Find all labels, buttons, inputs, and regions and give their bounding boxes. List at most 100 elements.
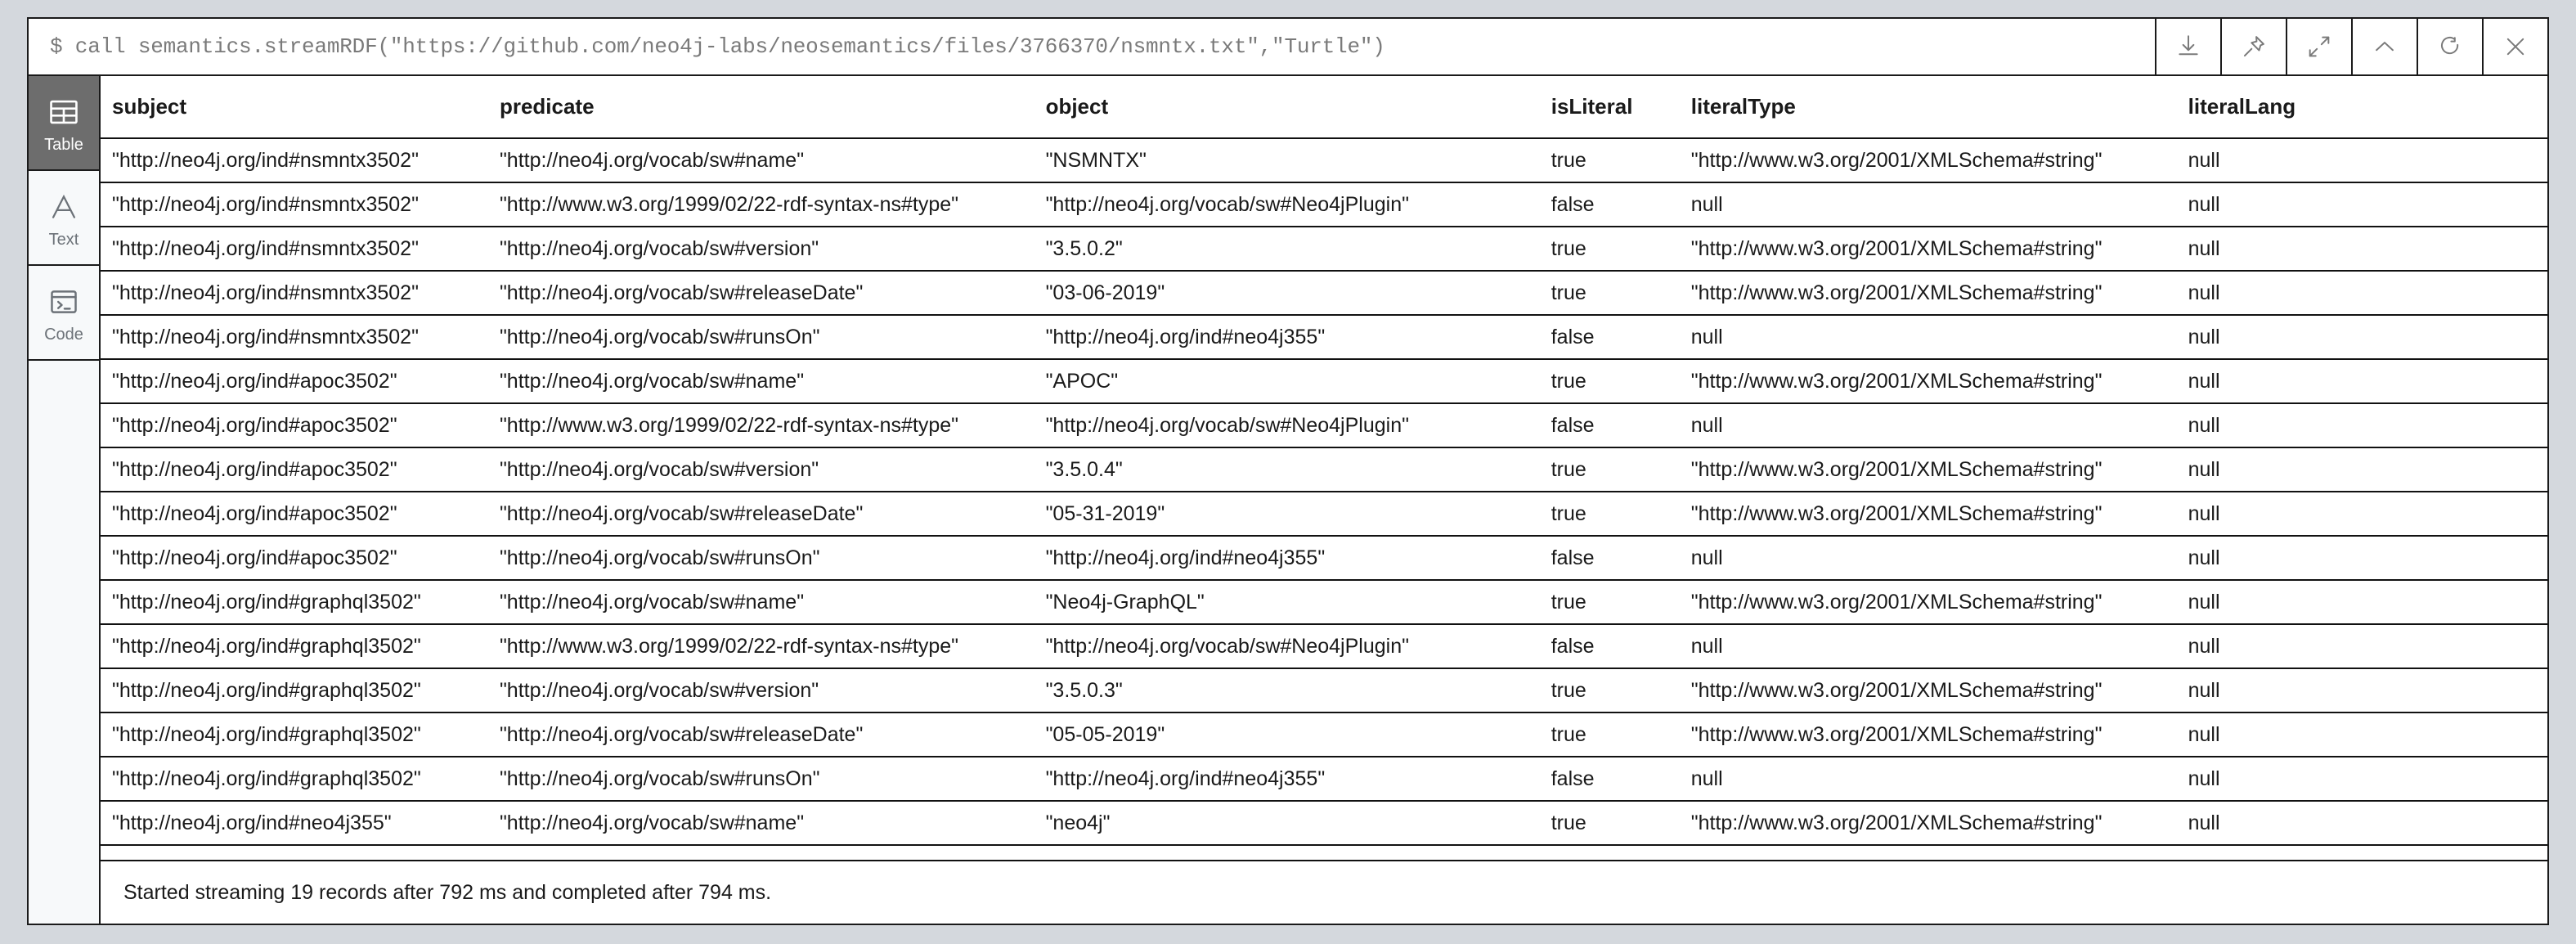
cell-literallang: null — [2176, 668, 2547, 712]
cell-literaltype: "http://www.w3.org/2001/XMLSchema#string… — [1679, 226, 2177, 271]
cell-subject: "http://neo4j.org/ind#graphql3502" — [101, 756, 488, 801]
column-header-literaltype[interactable]: literalType — [1679, 76, 2177, 138]
cell-literallang: null — [2176, 491, 2547, 536]
cell-literallang: null — [2176, 579, 2547, 624]
cell-isliteral: false — [1539, 402, 1680, 447]
cell-object: "NSMNTX" — [1034, 137, 1540, 182]
view-mode-sidebar: Table Text — [29, 76, 101, 924]
table-icon — [48, 93, 79, 131]
cell-isliteral: true — [1539, 226, 1680, 271]
cell-literaltype: "http://www.w3.org/2001/XMLSchema#string… — [1679, 668, 2177, 712]
table-row: "http://neo4j.org/ind#graphql3502""http:… — [101, 712, 2547, 757]
query-result-panel: $ call semantics.streamRDF("https://gith… — [27, 17, 2549, 925]
cell-subject: "http://neo4j.org/ind#apoc3502" — [101, 358, 488, 403]
cell-isliteral: false — [1539, 314, 1680, 359]
cell-literaltype: null — [1679, 314, 2177, 359]
cell-object: "http://neo4j.org/ind#neo4j355" — [1034, 535, 1540, 580]
table-row: "http://neo4j.org/ind#apoc3502""http://n… — [101, 358, 2547, 403]
cell-predicate: "http://neo4j.org/vocab/sw#name" — [487, 800, 1034, 846]
cell-predicate: "http://neo4j.org/vocab/sw#version" — [487, 226, 1034, 271]
cell-subject: "http://neo4j.org/ind#graphql3502" — [101, 623, 488, 668]
column-header-subject[interactable]: subject — [101, 76, 488, 138]
sidebar-item-table-label: Table — [44, 135, 83, 154]
cell-object: "3.5.0.4" — [1034, 447, 1540, 492]
cell-literaltype: "http://www.w3.org/2001/XMLSchema#string… — [1679, 137, 2177, 182]
column-header-object[interactable]: object — [1034, 76, 1540, 138]
chevron-up-icon[interactable] — [2351, 19, 2417, 74]
table-row: "http://neo4j.org/ind#apoc3502""http://n… — [101, 447, 2547, 492]
table-row: "http://neo4j.org/ind#nsmntx3502""http:/… — [101, 137, 2547, 182]
column-header-literallang[interactable]: literalLang — [2176, 76, 2547, 138]
cell-subject: "http://neo4j.org/ind#nsmntx3502" — [101, 314, 488, 359]
expand-icon[interactable] — [2286, 19, 2351, 74]
table-row: "http://neo4j.org/ind#graphql3502""http:… — [101, 756, 2547, 801]
command-bar: $ call semantics.streamRDF("https://gith… — [27, 17, 2549, 76]
column-header-isliteral[interactable]: isLiteral — [1539, 76, 1680, 138]
cell-literallang: null — [2176, 270, 2547, 315]
cell-subject: "http://neo4j.org/ind#apoc3502" — [101, 402, 488, 447]
table-row: "http://neo4j.org/ind#nsmntx3502""http:/… — [101, 270, 2547, 315]
table-row: "http://neo4j.org/ind#apoc3502""http://n… — [101, 491, 2547, 536]
cell-predicate: "http://neo4j.org/vocab/sw#version" — [487, 447, 1034, 492]
cell-literallang: null — [2176, 314, 2547, 359]
table-row: "http://neo4j.org/ind#graphql3502""http:… — [101, 579, 2547, 624]
code-icon — [48, 283, 79, 321]
table-row: "http://neo4j.org/ind#nsmntx3502""http:/… — [101, 182, 2547, 227]
download-icon[interactable] — [2155, 19, 2220, 74]
cell-object: "http://neo4j.org/ind#neo4j355" — [1034, 756, 1540, 801]
cell-literallang: null — [2176, 756, 2547, 801]
cell-predicate: "http://www.w3.org/1999/02/22-rdf-syntax… — [487, 623, 1034, 668]
table-row: "http://neo4j.org/ind#nsmntx3502""http:/… — [101, 226, 2547, 271]
cell-subject: "http://neo4j.org/ind#apoc3502" — [101, 447, 488, 492]
cell-literallang: null — [2176, 358, 2547, 403]
close-icon[interactable] — [2482, 19, 2547, 74]
table-header-row: subject predicate object isLiteral liter… — [101, 76, 2547, 138]
table-row: "http://neo4j.org/ind#graphql3502""http:… — [101, 623, 2547, 668]
cell-predicate: "http://neo4j.org/vocab/sw#runsOn" — [487, 756, 1034, 801]
sidebar-item-code[interactable]: Code — [29, 266, 99, 361]
status-text: Started streaming 19 records after 792 m… — [123, 880, 772, 904]
cell-literallang: null — [2176, 800, 2547, 846]
cell-literaltype: null — [1679, 623, 2177, 668]
table-scroll-area[interactable]: subject predicate object isLiteral liter… — [101, 76, 2547, 860]
cell-predicate: "http://neo4j.org/vocab/sw#releaseDate" — [487, 491, 1034, 536]
cell-literallang: null — [2176, 182, 2547, 227]
results-pane: subject predicate object isLiteral liter… — [101, 76, 2547, 924]
cell-isliteral: true — [1539, 491, 1680, 536]
cell-literaltype: null — [1679, 402, 2177, 447]
cell-predicate: "http://neo4j.org/vocab/sw#version" — [487, 668, 1034, 712]
cell-predicate: "http://neo4j.org/vocab/sw#name" — [487, 358, 1034, 403]
command-text[interactable]: $ call semantics.streamRDF("https://gith… — [50, 34, 1385, 59]
cell-literallang: null — [2176, 226, 2547, 271]
column-header-predicate[interactable]: predicate — [487, 76, 1034, 138]
cell-subject: "http://neo4j.org/ind#neo4j355" — [101, 800, 488, 846]
cell-predicate: "http://neo4j.org/vocab/sw#runsOn" — [487, 314, 1034, 359]
cell-isliteral: false — [1539, 535, 1680, 580]
table-row: "http://neo4j.org/ind#apoc3502""http://w… — [101, 402, 2547, 447]
cell-literallang: null — [2176, 712, 2547, 757]
cell-literaltype: "http://www.w3.org/2001/XMLSchema#string… — [1679, 270, 2177, 315]
command-bar-actions — [2155, 19, 2547, 74]
pin-icon[interactable] — [2220, 19, 2286, 74]
refresh-icon[interactable] — [2417, 19, 2482, 74]
sidebar-item-text[interactable]: Text — [29, 171, 99, 266]
cell-predicate: "http://neo4j.org/vocab/sw#releaseDate" — [487, 712, 1034, 757]
cell-subject: "http://neo4j.org/ind#graphql3502" — [101, 668, 488, 712]
cell-subject: "http://neo4j.org/ind#nsmntx3502" — [101, 226, 488, 271]
cell-isliteral: true — [1539, 579, 1680, 624]
sidebar-filler — [29, 361, 99, 924]
cell-object: "neo4j" — [1034, 800, 1540, 846]
cell-object: "APOC" — [1034, 358, 1540, 403]
cell-literaltype: "http://www.w3.org/2001/XMLSchema#string… — [1679, 800, 2177, 846]
cell-object: "3.5.0.2" — [1034, 226, 1540, 271]
cell-literallang: null — [2176, 137, 2547, 182]
sidebar-item-table[interactable]: Table — [29, 76, 99, 171]
table-header: subject predicate object isLiteral liter… — [101, 76, 2547, 138]
cell-predicate: "http://neo4j.org/vocab/sw#runsOn" — [487, 535, 1034, 580]
cell-predicate: "http://neo4j.org/vocab/sw#name" — [487, 137, 1034, 182]
cell-isliteral: true — [1539, 800, 1680, 846]
cell-literallang: null — [2176, 402, 2547, 447]
cell-literaltype: null — [1679, 756, 2177, 801]
cell-isliteral: false — [1539, 756, 1680, 801]
cell-subject: "http://neo4j.org/ind#graphql3502" — [101, 579, 488, 624]
